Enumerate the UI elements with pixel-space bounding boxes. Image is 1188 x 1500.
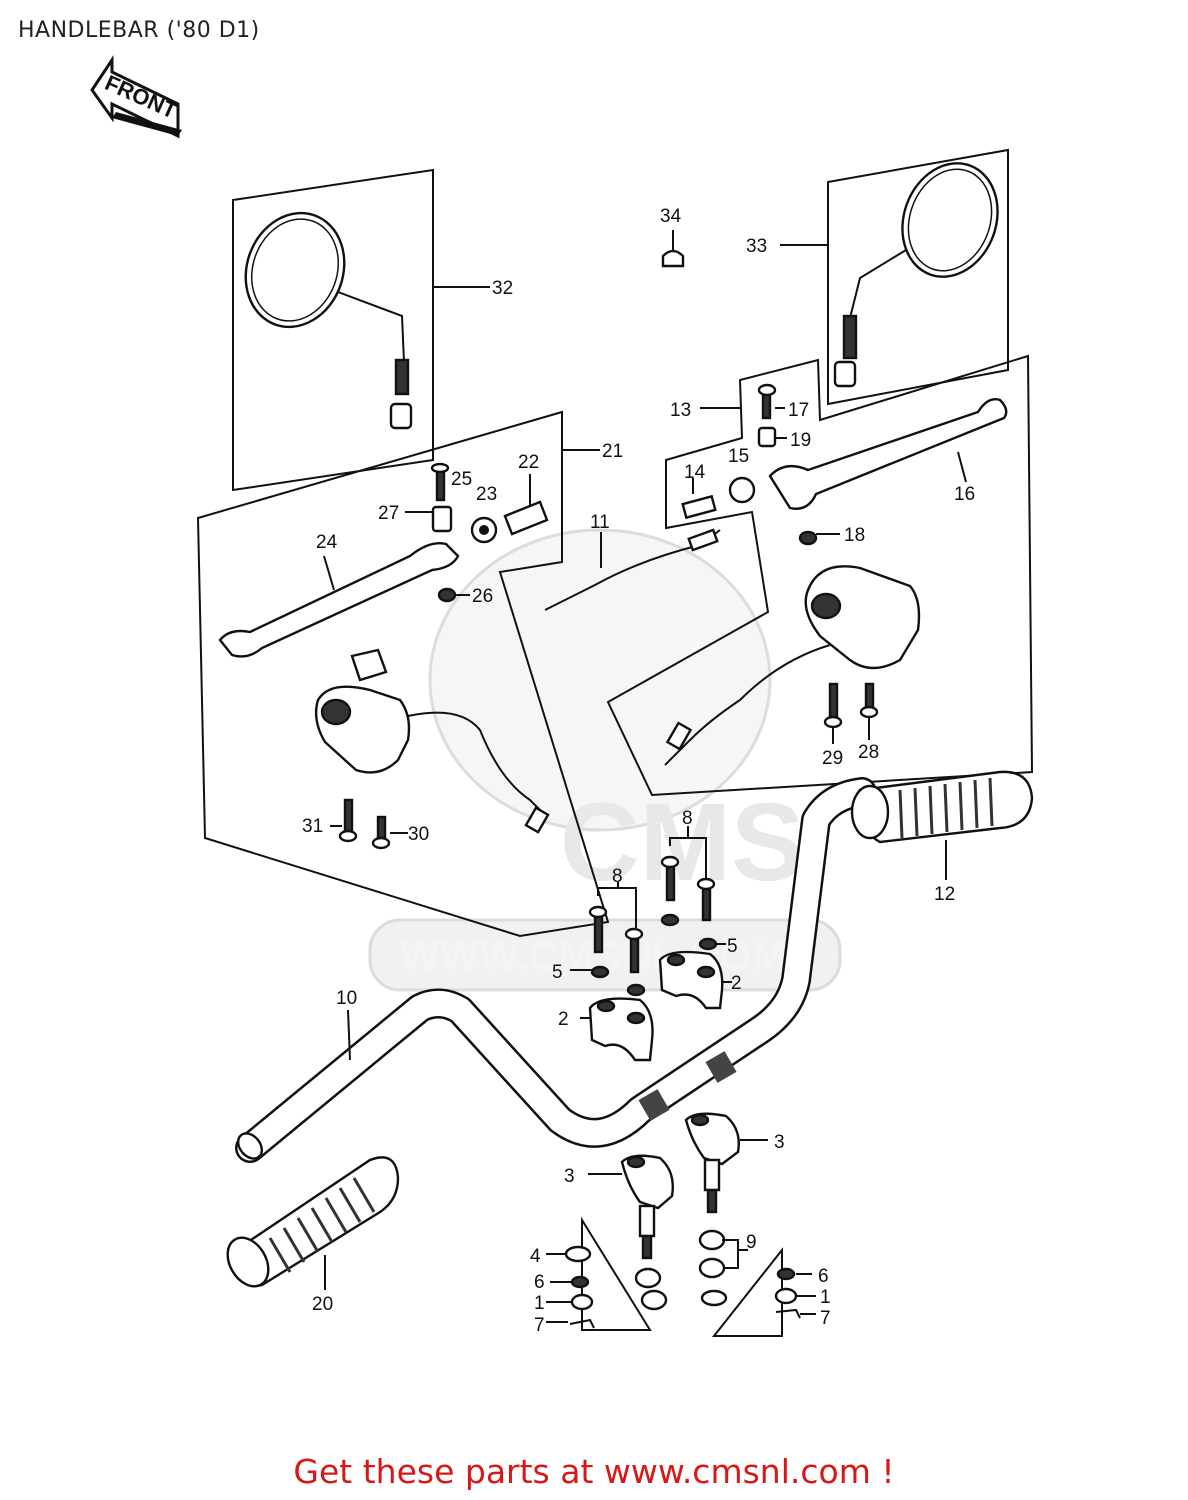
callout-19: 19 xyxy=(790,430,811,451)
lower-holders xyxy=(546,1112,816,1337)
callout-5a: 5 xyxy=(727,936,738,957)
callout-24: 24 xyxy=(316,532,338,553)
callout-30: 30 xyxy=(408,824,429,845)
callout-20: 20 xyxy=(312,1294,333,1315)
callout-labels: 32 33 34 21 22 25 23 27 24 26 11 13 17 1… xyxy=(302,206,975,1336)
callout-22: 22 xyxy=(518,452,539,473)
parts-link-banner[interactable]: Get these parts at www.cmsnl.com ! xyxy=(293,1452,895,1491)
right-mirror xyxy=(901,162,999,278)
handlebar-10 xyxy=(235,777,877,1163)
callout-23: 23 xyxy=(476,484,497,505)
callout-4: 4 xyxy=(530,1246,541,1267)
callout-15: 15 xyxy=(728,446,749,467)
callout-1b: 1 xyxy=(820,1287,831,1308)
callout-8b: 8 xyxy=(612,866,623,887)
callout-28: 28 xyxy=(858,742,879,763)
callout-6a: 6 xyxy=(534,1272,545,1293)
right-mirror-group xyxy=(780,148,1009,406)
upper-holders xyxy=(570,826,732,1062)
callout-7b: 7 xyxy=(820,1308,831,1329)
callout-26: 26 xyxy=(472,586,493,607)
callout-25: 25 xyxy=(451,469,472,490)
callout-2a: 2 xyxy=(731,973,742,994)
callout-3b: 3 xyxy=(564,1166,575,1187)
callout-13: 13 xyxy=(670,400,691,421)
callout-33: 33 xyxy=(746,236,767,257)
left-grip-20 xyxy=(226,1156,400,1290)
callout-2b: 2 xyxy=(558,1009,569,1030)
left-mirror-group xyxy=(232,168,490,492)
right-grip-12 xyxy=(850,770,1034,880)
handlebar-diagram: CMS WWW.CMSNL.COM FRONT xyxy=(90,55,1034,1337)
callout-9: 9 xyxy=(746,1232,757,1253)
callout-21: 21 xyxy=(602,441,623,462)
callout-7a: 7 xyxy=(534,1315,545,1336)
callout-31: 31 xyxy=(302,816,323,837)
callout-16: 16 xyxy=(954,484,975,505)
callout-5b: 5 xyxy=(552,962,563,983)
callout-27: 27 xyxy=(378,503,399,524)
callout-11: 11 xyxy=(590,512,610,533)
page-title: HANDLEBAR ('80 D1) xyxy=(18,18,260,43)
callout-34: 34 xyxy=(660,206,682,227)
callout-17: 17 xyxy=(788,400,809,421)
callout-3a: 3 xyxy=(774,1132,785,1153)
left-mirror xyxy=(244,211,346,329)
callout-8a: 8 xyxy=(682,808,693,829)
callout-14: 14 xyxy=(684,462,706,483)
callout-29: 29 xyxy=(822,748,843,769)
watermark-brand: CMS xyxy=(560,781,804,904)
callout-6b: 6 xyxy=(818,1266,829,1287)
cap-34 xyxy=(661,230,685,268)
right-lever-panel xyxy=(544,354,1034,797)
left-lever-panel xyxy=(196,410,610,938)
callout-1a: 1 xyxy=(534,1293,545,1314)
front-arrow-icon: FRONT xyxy=(90,55,182,139)
callout-12: 12 xyxy=(934,884,955,905)
callout-32: 32 xyxy=(492,278,513,299)
callout-18: 18 xyxy=(844,525,865,546)
callout-10: 10 xyxy=(336,988,357,1009)
